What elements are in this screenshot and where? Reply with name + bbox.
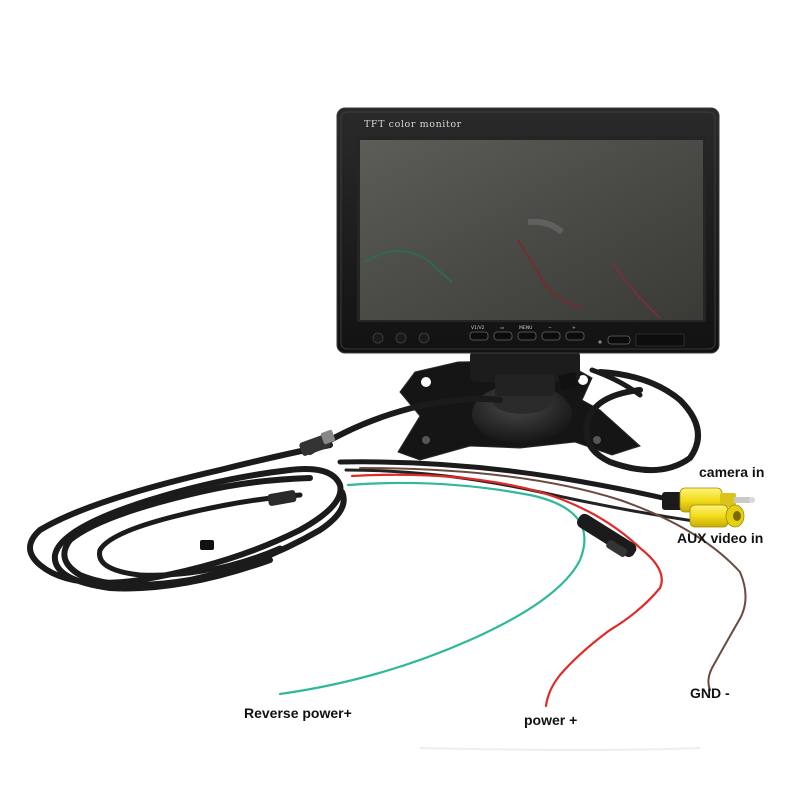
cable-connector — [200, 429, 336, 550]
label-aux-video-in: AUX video in — [677, 530, 764, 546]
wire-red — [350, 473, 663, 708]
label-power: power + — [524, 712, 578, 728]
button-label-plus: + — [572, 326, 576, 331]
wire-green — [278, 481, 586, 696]
label-camera-in: camera in — [699, 464, 765, 480]
coiled-cable — [27, 367, 701, 592]
button-label-display: ▭ — [500, 326, 505, 331]
monitor-brand-text: TFT color monitor — [364, 119, 462, 130]
rca-aux-video-in — [689, 504, 745, 528]
label-reverse-power: Reverse power+ — [244, 705, 352, 721]
wire-brown — [359, 467, 747, 691]
label-gnd: GND - — [690, 685, 730, 701]
fuse-holder — [577, 513, 637, 558]
monitor — [336, 107, 720, 354]
button-label-menu: MENU — [519, 326, 533, 331]
button-label-v1v2: V1/V2 — [471, 326, 485, 331]
button-label-minus: − — [548, 326, 552, 331]
